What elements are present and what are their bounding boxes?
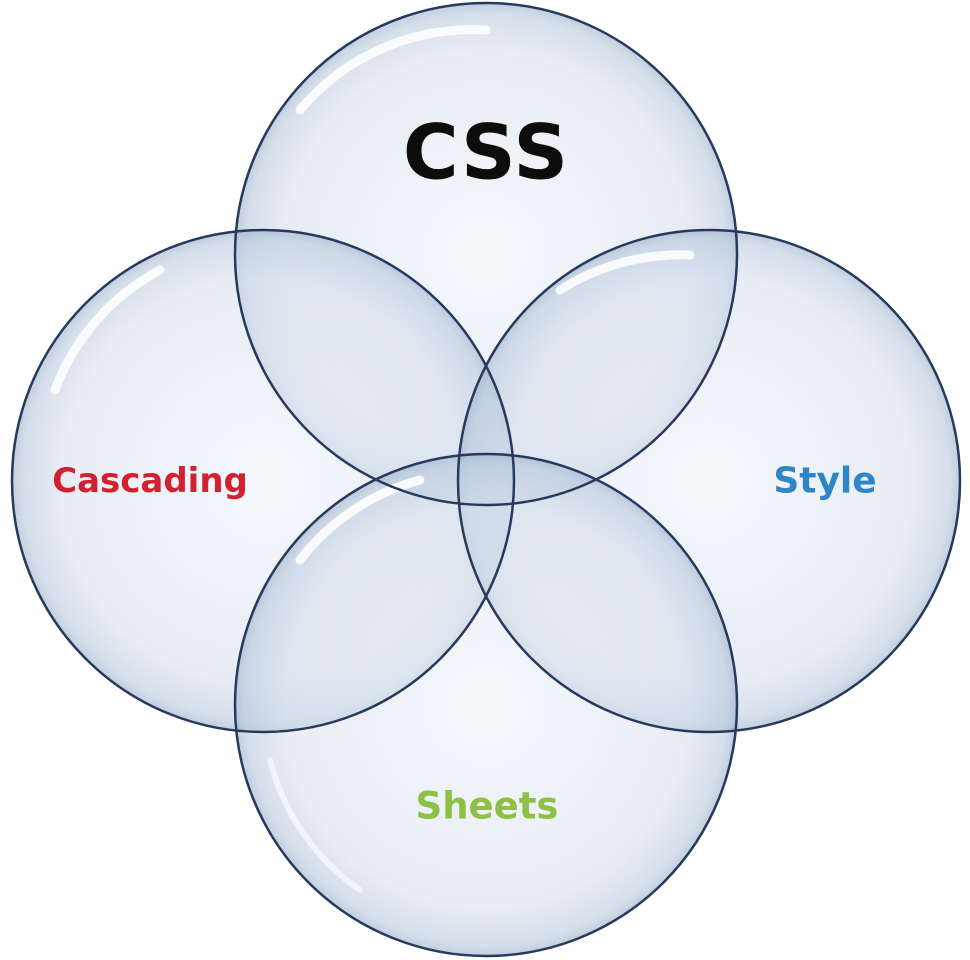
highlight-right (555, 250, 695, 295)
highlight-top (295, 25, 491, 115)
label-sheets: Sheets (415, 784, 559, 828)
circle-bottom (235, 454, 737, 956)
highlight-left (50, 265, 165, 395)
highlight-bottom (295, 475, 425, 565)
outline-top (233, 1, 739, 507)
outline-right (456, 228, 962, 734)
circle-highlights (50, 25, 695, 893)
highlight-bottom-edge (267, 757, 363, 893)
outline-bottom (233, 452, 739, 958)
circle-outlines (10, 1, 962, 958)
label-cascading: Cascading (52, 461, 248, 501)
outline-left (10, 228, 516, 734)
label-css: CSS (402, 107, 570, 197)
circle-fills (12, 3, 960, 956)
label-style: Style (773, 460, 877, 502)
